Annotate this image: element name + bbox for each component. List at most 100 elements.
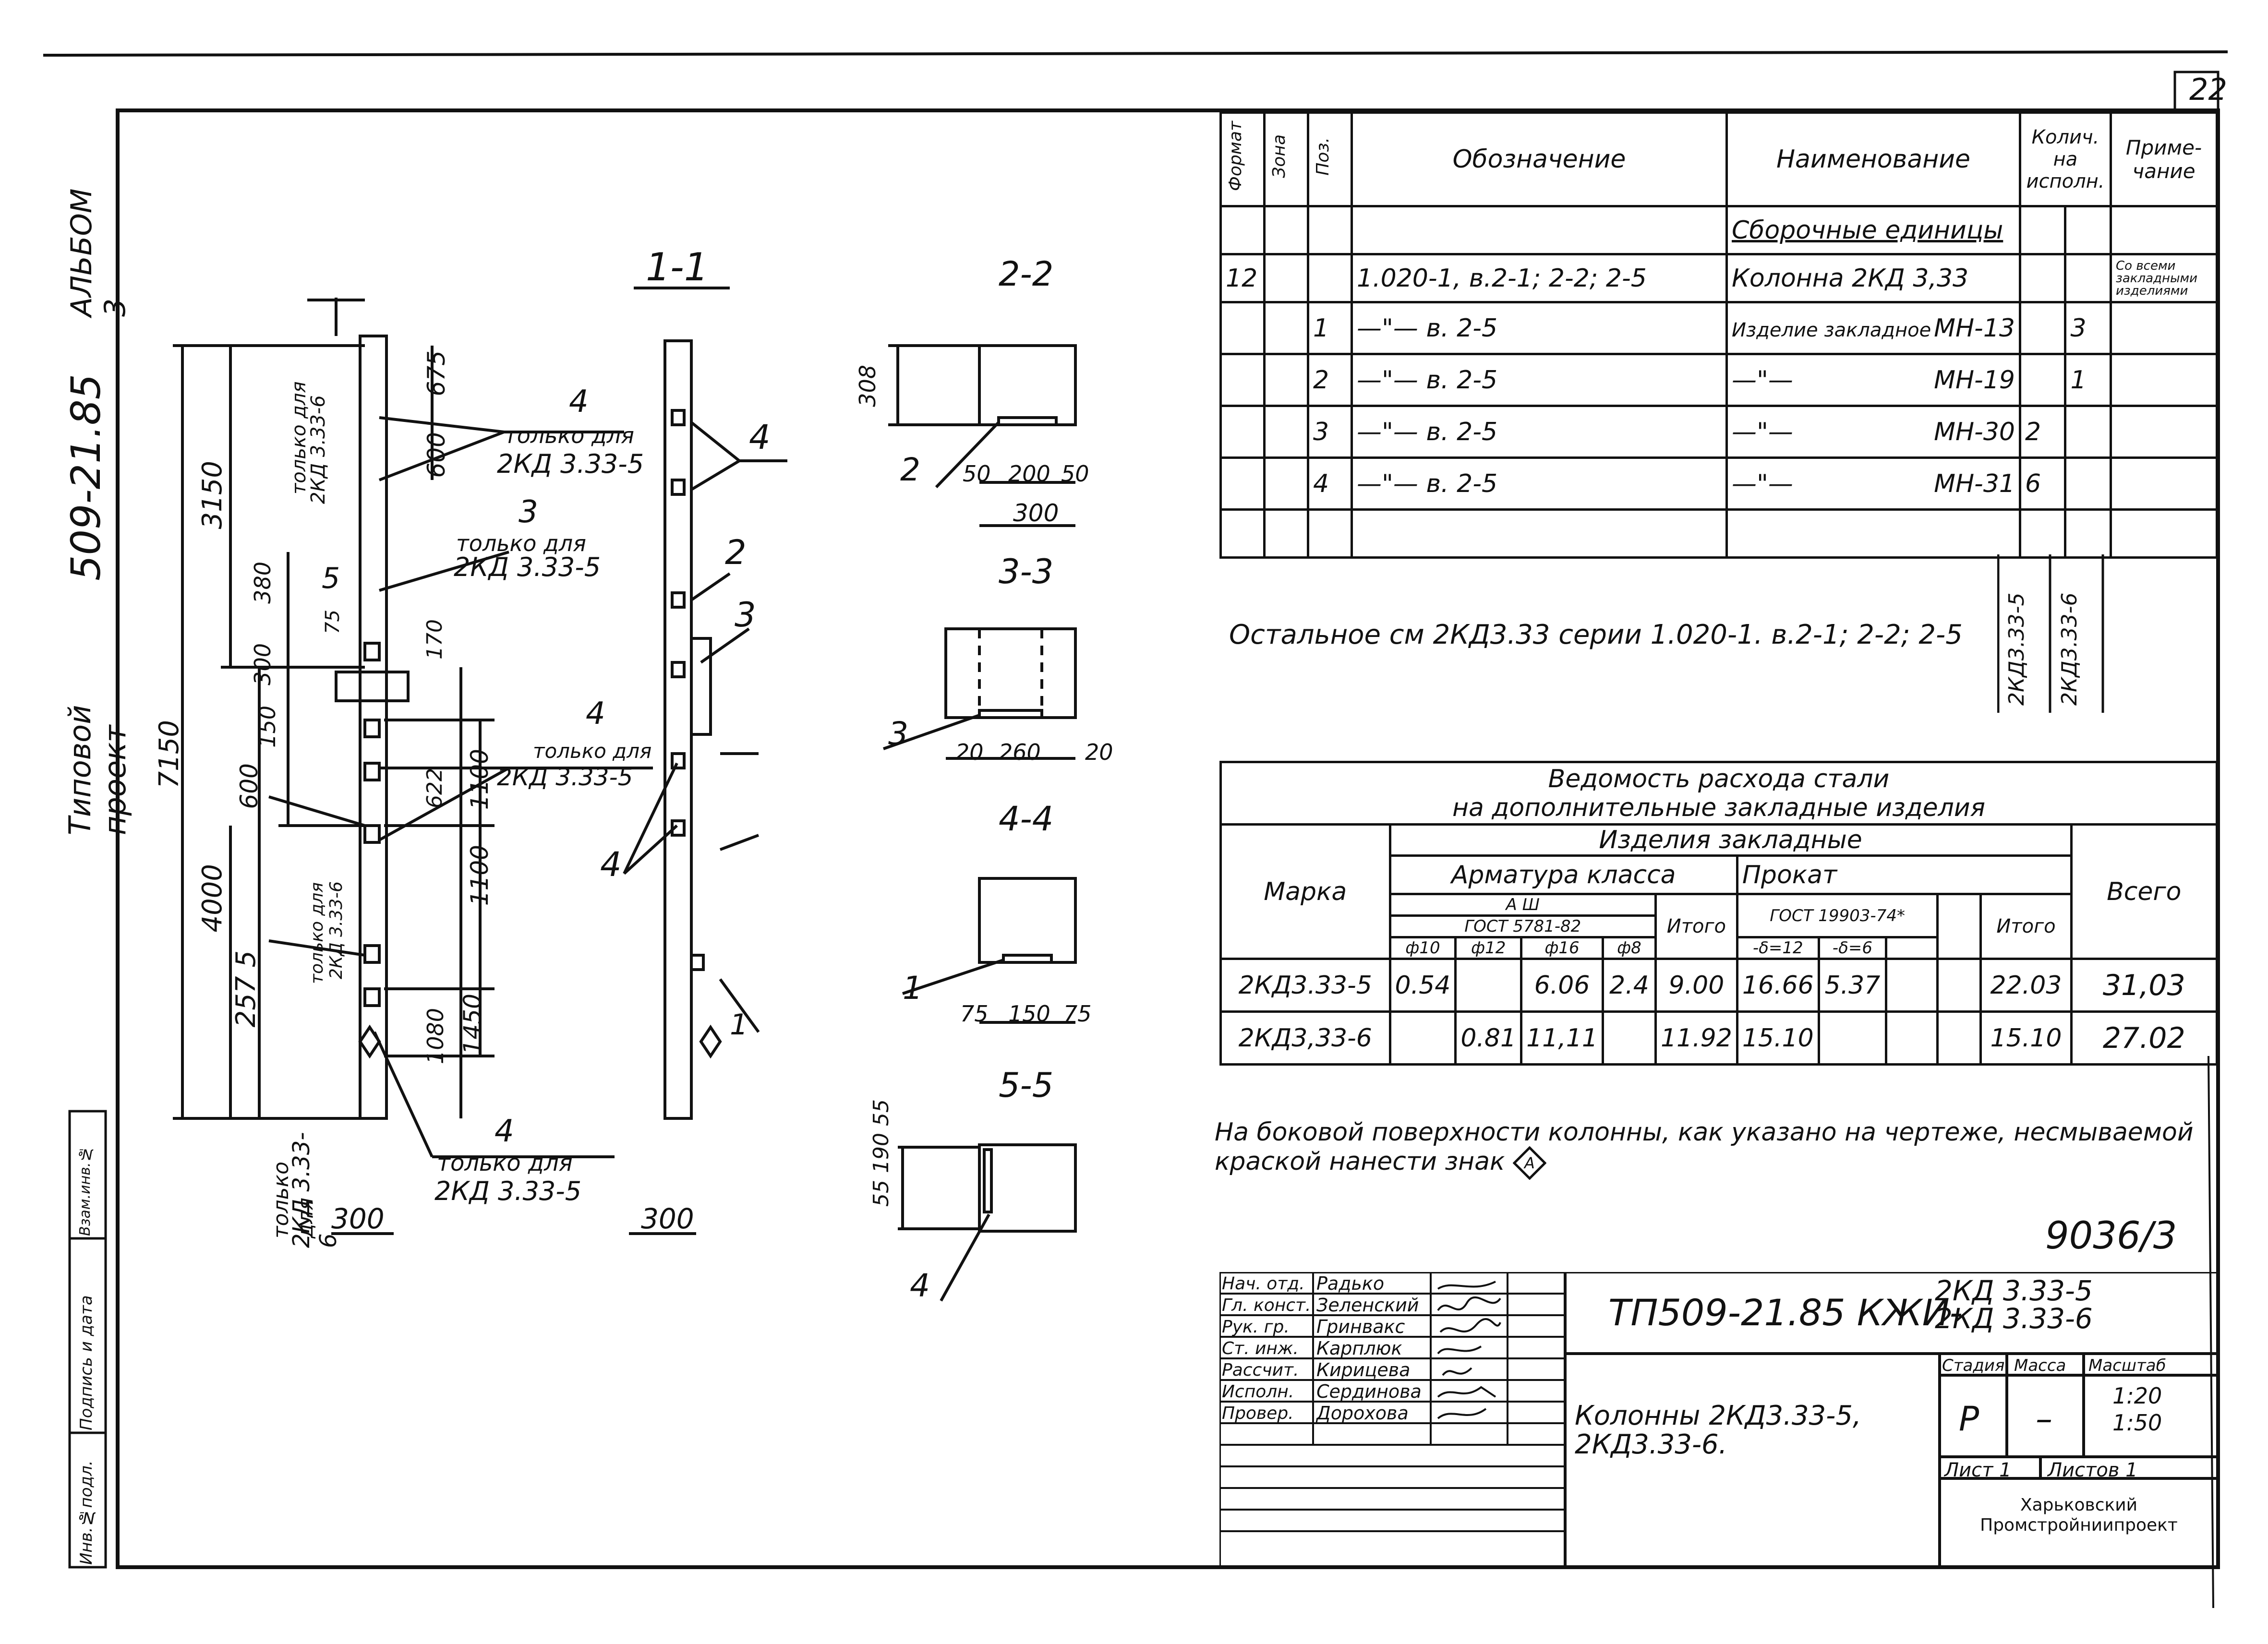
note-only-for-2: только для [456,530,586,556]
steel-cell: 9.00 [1654,958,1738,1013]
spec-q6 [2064,405,2112,459]
spec-q6 [2064,456,2112,511]
sec33-dim-20a: 20 [955,739,984,765]
spec-q6: 1 [2064,353,2112,407]
stamp-code-mark: 2КД 3.33-6 [1935,1302,2093,1335]
sec22-dim-308: 308 [855,365,881,407]
spec-q6: 3 [2064,301,2112,355]
sec44-dim-75b: 75 [1063,1001,1092,1027]
stamp-stage: Р [1959,1399,1979,1439]
spec-row-empty [1219,508,2218,559]
steel-h-gost2: ГОСТ 19903-74* [1736,893,1939,938]
archive-number: 9036/3 [2045,1214,2177,1258]
steel-cell: 2.4 [1601,958,1657,1013]
stamp-name: Дорохова [1316,1403,1409,1424]
spec-designation: —"— в. 2-5 [1351,405,1728,459]
spec-mark: МН-31 [1934,469,2015,498]
stamp-scale: 1:20 1:50 [2112,1382,2162,1436]
steel-cell [1885,958,1939,1013]
callout-4b: 4 [586,696,605,732]
steel-cell [1936,958,1982,1013]
steel-h-items: Изделия закладные [1388,823,2073,857]
stamp-scale-value: 1:20 [2112,1383,2162,1409]
spec-note: Остальное см 2КД3.33 серии 1.020-1. в.2-… [1229,619,1963,650]
callout-4-1-1b: 4 [600,845,622,884]
steel-cell: 15.10 [1736,1010,1820,1066]
spec-section-row: Сборочные единицы [1219,205,2218,255]
spec-mark: МН-19 [1934,365,2015,395]
sec44-callout-1: 1 [903,970,923,1007]
sec33-callout-3: 3 [888,715,908,752]
dim-1100a: 1100 [466,749,494,810]
steel-cell [1601,1010,1657,1066]
sec33-dim-260: 260 [999,739,1041,765]
callout-4a: 4 [569,384,589,420]
spec-h-zone: Зона [1263,111,1309,207]
stamp-code-marks: 2КД 3.33-5 2КД 3.33-6 [1935,1277,2093,1332]
steel-table: Ведомость расхода стали на дополнительны… [1219,761,2219,1066]
section-title-2-2: 2-2 [999,254,1054,294]
stamp-name: Радько [1316,1273,1385,1294]
steel-cell: 5.37 [1817,958,1888,1013]
steel-cell: 11.92 [1654,1010,1738,1066]
steel-mark: 2КД3,33-6 [1219,1010,1391,1066]
steel-cell: 22.03 [1979,958,2073,1013]
steel-cell: 31,03 [2070,958,2219,1013]
signatures [1437,1281,1501,1419]
spec-pos: 2 [1307,353,1353,407]
title-block-frame [1219,1272,2218,1567]
spec-q5: 2 [2018,405,2067,459]
mark-label-4: 2КД 3.33-5 [434,1176,582,1206]
stamp-name: Карплюк [1316,1338,1402,1359]
callout-2-1-1: 2 [725,533,747,572]
specification-table: Формат Зона Поз. Обозначение Наименовани… [1219,111,2218,559]
steel-row-2: 2КД3,33-6 0.81 11,11 11.92 15.10 15.10 2… [1219,1010,2219,1066]
steel-title-row: Ведомость расхода стали на дополнительны… [1219,761,2218,826]
spec-name: —"— [1732,417,1793,446]
spec-h-note: Приме- чание [2110,111,2218,207]
dim-675: 675 [422,350,450,396]
spec-pos: 3 [1307,405,1353,459]
stamp-name: Зеленский [1316,1295,1419,1316]
stamp-role: Ст. инж. [1222,1339,1299,1358]
steel-sub: -δ=6 [1817,936,1888,960]
dim-600b: 600 [422,432,450,478]
stamp-name: Кирицева [1316,1359,1411,1380]
mark-label-5: 2КД 3.33-6 [307,395,329,504]
steel-head-5: ф10 ф12 ф16 ф8 -δ=12 -δ=6 [1221,936,2217,960]
spec-section-title: Сборочные единицы [1725,205,2021,255]
callout-3a: 3 [519,494,538,530]
sec55-dim-55a: 55 [869,1179,893,1207]
steel-cell: 27.02 [2070,1010,2219,1066]
dim-1450: 1450 [458,994,486,1055]
spec-main-designation: 1.020-1, в.2-1; 2-2; 2-5 [1351,253,1728,303]
steel-h-total-2: Итого [1979,893,2073,960]
steel-cell: 6.06 [1520,958,1604,1013]
steel-cell [1388,1010,1457,1066]
sec22-dim-300: 300 [1013,499,1059,527]
sign-note-text: На боковой поверхности колонны, как указ… [1215,1118,2194,1176]
mark-label-1: 2КД 3.33-5 [497,449,644,479]
spec-h-designation: Обозначение [1351,111,1728,207]
steel-sub: ф10 [1388,936,1457,960]
steel-cell: 0.54 [1388,958,1457,1013]
sheet-number: 22 [2189,72,2227,107]
dim-4000: 4000 [197,864,228,933]
stamp-role: Рассчит. [1222,1360,1299,1380]
stamp-mass: – [2036,1399,2052,1439]
steel-cell: 16.66 [1736,958,1820,1013]
dim-7150: 7150 [154,720,185,789]
spec-name: —"— [1732,469,1793,498]
spec-mark: МН-13 [1934,313,2015,343]
dim-170: 170 [422,619,447,660]
steel-cell: 15.10 [1979,1010,2073,1066]
spec-main-note: Со всеми закладными изделиями [2110,253,2218,303]
stamp-organization: Харьковский Промстройниипроект [1944,1495,2213,1536]
steel-head-2: Арматура класса Прокат [1221,854,2217,895]
steel-title-cell: Ведомость расхода стали на дополнительны… [1219,761,2218,826]
spec-name-cell: —"— МН-31 [1725,456,2021,511]
callout-5: 5 [322,562,340,595]
stamp-sheets: Листов 1 [2048,1459,2138,1481]
callout-4c: 4 [495,1114,514,1149]
spec-mark: МН-30 [1934,417,2015,446]
